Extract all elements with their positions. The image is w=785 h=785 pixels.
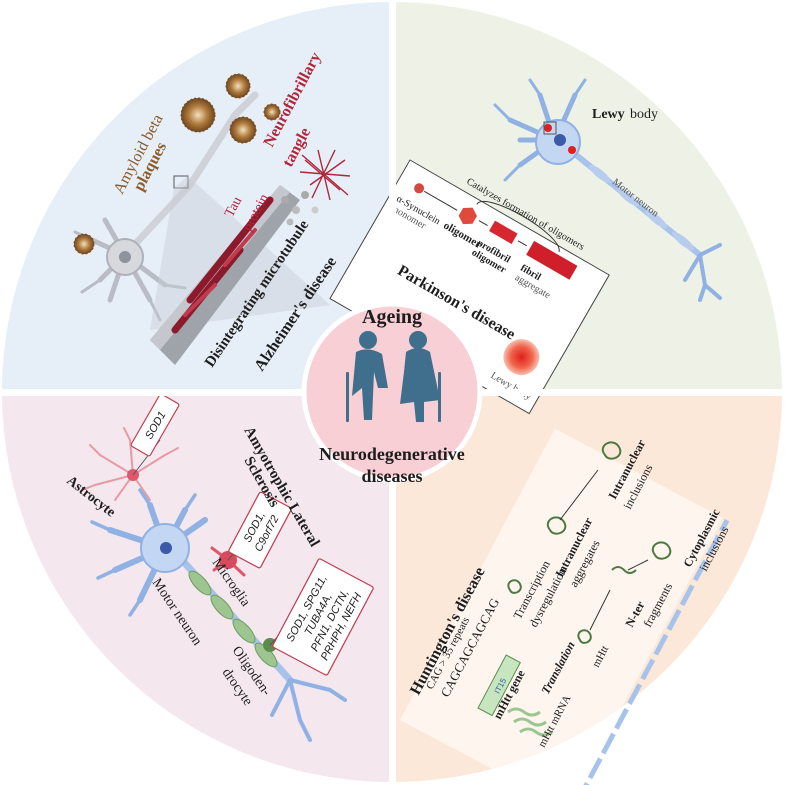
plaque-4 bbox=[73, 233, 95, 255]
amyloid-plaques bbox=[73, 73, 281, 255]
fibril-icon bbox=[526, 240, 578, 280]
pd-zoom-box bbox=[543, 121, 557, 135]
box-micro: SOD1, C9orf72 bbox=[228, 491, 292, 569]
pd-arrows bbox=[423, 190, 527, 247]
als-myelin bbox=[188, 570, 278, 668]
pd-myelin bbox=[588, 164, 695, 251]
hd-arrows bbox=[559, 469, 649, 631]
microtubule bbox=[150, 185, 319, 365]
transcription-protein bbox=[507, 579, 522, 594]
box-oligo: SOD1, SPG11, TUBA4A, PFN1, DCTN, PRHPH, … bbox=[272, 558, 374, 676]
mhtt-protein bbox=[577, 629, 592, 644]
hd-proteins bbox=[507, 441, 672, 644]
lewy-body-label-rest: body bbox=[630, 107, 658, 122]
plaque-1 bbox=[180, 97, 216, 133]
pd-catalyze-arrow bbox=[476, 201, 560, 252]
aggregate-protein bbox=[546, 516, 567, 535]
center-top-label: Ageing bbox=[362, 306, 422, 328]
cytoplasmic-inclusion-protein bbox=[651, 541, 672, 560]
intranuclear-inclusion-protein bbox=[601, 441, 622, 460]
lewy-body-label-bold: Lewy bbox=[592, 107, 625, 122]
alz-zoom-box bbox=[173, 175, 189, 189]
monomer-icon bbox=[414, 183, 425, 194]
plaque-5 bbox=[263, 103, 281, 121]
elderly-couple-icon bbox=[346, 331, 441, 422]
mrna-strands bbox=[507, 707, 553, 737]
astrocyte bbox=[81, 427, 179, 501]
pd-lewy-body-dot-1 bbox=[544, 124, 552, 132]
pd-inset: α-Synuclein monomer oligomer profibril o… bbox=[329, 159, 610, 415]
profibril-icon bbox=[489, 220, 518, 245]
pd-neuron-nucleus bbox=[554, 134, 566, 146]
nter-fragment bbox=[611, 566, 637, 574]
lewy-body-icon bbox=[503, 339, 540, 376]
plaque-2 bbox=[229, 116, 257, 144]
hd-inset-frame bbox=[400, 428, 723, 785]
plaque-3 bbox=[225, 73, 251, 99]
gene-bar bbox=[477, 654, 521, 717]
hd-gene: IT15 bbox=[477, 654, 521, 717]
center-bottom-label-line2: diseases bbox=[361, 466, 422, 486]
center-bottom-label-line1: Neurodegenerative bbox=[319, 444, 465, 464]
neurofibrillary-tangle bbox=[299, 149, 351, 201]
als-neuron-nucleus bbox=[160, 542, 172, 554]
oligomer-icon bbox=[458, 207, 477, 225]
center-circle bbox=[301, 301, 483, 483]
hd-membrane bbox=[574, 519, 730, 785]
center-hub: Ageing Neurodegenerative diseases bbox=[301, 301, 483, 486]
alz-neuron-nucleus bbox=[119, 251, 131, 263]
pd-lewy-body-dot-2 bbox=[568, 146, 576, 154]
